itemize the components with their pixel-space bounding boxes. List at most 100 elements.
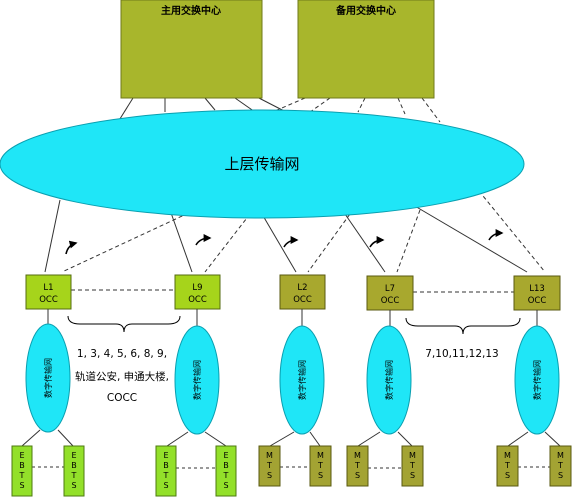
station-letter: E xyxy=(223,451,228,460)
svg-text:数字传输网: 数字传输网 xyxy=(192,360,202,400)
lower-links xyxy=(21,309,561,447)
station-letter: B xyxy=(223,461,229,470)
station-letter: M xyxy=(409,451,416,460)
svg-text:数字传输网: 数字传输网 xyxy=(384,360,394,400)
brace-left xyxy=(67,315,181,333)
station-letter: E xyxy=(19,451,24,460)
mts-station-5: MTS xyxy=(258,445,281,487)
lower-network-l7: 数字传输网 xyxy=(366,325,412,435)
primary-center-label: 主用交换中心 xyxy=(161,4,221,17)
station-letter: T xyxy=(163,471,169,480)
lower-network-l1: 数字传输网 xyxy=(25,323,71,433)
curved-arrow-icon xyxy=(195,234,212,246)
station-letter: S xyxy=(19,481,24,490)
svg-text:OCC: OCC xyxy=(293,295,312,305)
lower-network-l9: 数字传输网 xyxy=(174,325,220,435)
svg-text:L7: L7 xyxy=(385,284,395,294)
backup-center-label: 备用交换中心 xyxy=(335,4,396,17)
station-letter: T xyxy=(354,461,360,470)
solid-link-l7 xyxy=(344,213,386,273)
station-letter: T xyxy=(266,461,272,470)
backup-link xyxy=(397,97,406,115)
svg-text:OCC: OCC xyxy=(188,295,207,305)
upper-network-label: 上层传输网 xyxy=(224,155,299,173)
svg-text:数字传输网: 数字传输网 xyxy=(297,360,307,400)
curved-arrow-icon xyxy=(283,236,299,248)
backup-link xyxy=(357,97,366,113)
dashed-link-l1 xyxy=(61,209,196,273)
mts-station-10: MTS xyxy=(549,445,572,487)
station-letter: M xyxy=(266,451,273,460)
station-letter: M xyxy=(504,451,511,460)
svg-text:L2: L2 xyxy=(297,283,307,293)
station-letter: S xyxy=(318,471,323,480)
solid-link-l9 xyxy=(169,209,193,273)
station-letter: B xyxy=(163,461,169,470)
station-letter: S xyxy=(223,481,228,490)
svg-text:L13: L13 xyxy=(529,284,545,294)
station-letter: M xyxy=(354,451,361,460)
station-letter: T xyxy=(504,461,510,470)
lower-network-l2: 数字传输网 xyxy=(279,325,325,435)
station-letter: S xyxy=(355,471,360,480)
dashed-link-l9 xyxy=(204,213,251,273)
station-letter: S xyxy=(558,471,563,480)
group-label-left-line3: COCC xyxy=(107,392,137,404)
station-letter: M xyxy=(557,451,564,460)
station-letter: B xyxy=(19,461,25,470)
occ-node-l1: L1 OCC xyxy=(25,274,72,310)
brace-right xyxy=(405,317,521,335)
grouping-braces xyxy=(67,315,521,335)
station-letter: S xyxy=(267,471,272,480)
mts-station-7: MTS xyxy=(346,445,369,487)
svg-text:数字传输网: 数字传输网 xyxy=(532,360,542,400)
dashed-link-l7 xyxy=(396,209,421,273)
occ-node-l9: L9 OCC xyxy=(174,274,221,310)
occ-node-l13: L13 OCC xyxy=(513,275,561,311)
backup-link xyxy=(421,97,441,123)
station-letter: T xyxy=(557,461,563,470)
group-label-left-line1: 1, 3, 4, 5, 6, 8, 9, xyxy=(77,348,167,360)
backup-switching-center xyxy=(297,0,435,99)
svg-text:OCC: OCC xyxy=(528,296,547,306)
dashed-link-l13 xyxy=(469,179,546,273)
svg-text:OCC: OCC xyxy=(39,295,58,305)
curved-arrow-icon xyxy=(369,236,385,248)
upper-transport-network xyxy=(0,109,525,219)
station-letter: S xyxy=(163,481,168,490)
station-letter: S xyxy=(71,481,76,490)
dashed-link-l2 xyxy=(307,213,351,273)
svg-text:L9: L9 xyxy=(192,283,202,293)
mts-station-8: MTS xyxy=(401,445,424,487)
svg-text:OCC: OCC xyxy=(381,296,400,306)
station-letter: T xyxy=(19,471,25,480)
station-letter: S xyxy=(505,471,510,480)
network-to-occ-links xyxy=(44,179,546,273)
occ-node-l2: L2 OCC xyxy=(279,274,326,310)
station-letter: T xyxy=(317,461,323,470)
svg-text:L1: L1 xyxy=(43,283,53,293)
solid-link-l13 xyxy=(407,201,528,273)
primary-link xyxy=(204,97,216,111)
curved-arrow-icon xyxy=(488,229,504,241)
occ-node-l7: L7 OCC xyxy=(366,275,414,311)
mts-station-9: MTS xyxy=(496,445,519,487)
solid-link-l1 xyxy=(44,199,61,273)
station-letter: E xyxy=(163,451,168,460)
station-pair-links xyxy=(32,466,550,469)
mts-station-6: MTS xyxy=(309,445,332,487)
group-label-left-line2: 轨道公安, 申通大楼, xyxy=(75,370,169,383)
station-letter: T xyxy=(71,471,77,480)
station-letter: T xyxy=(409,461,415,470)
backup-link xyxy=(309,97,331,113)
group-label-right: 7,10,11,12,13 xyxy=(425,348,498,360)
curved-arrow-icon xyxy=(65,240,78,255)
station-letter: E xyxy=(71,451,76,460)
lower-network-l13: 数字传输网 xyxy=(514,325,560,435)
solid-link-l2 xyxy=(261,213,297,273)
